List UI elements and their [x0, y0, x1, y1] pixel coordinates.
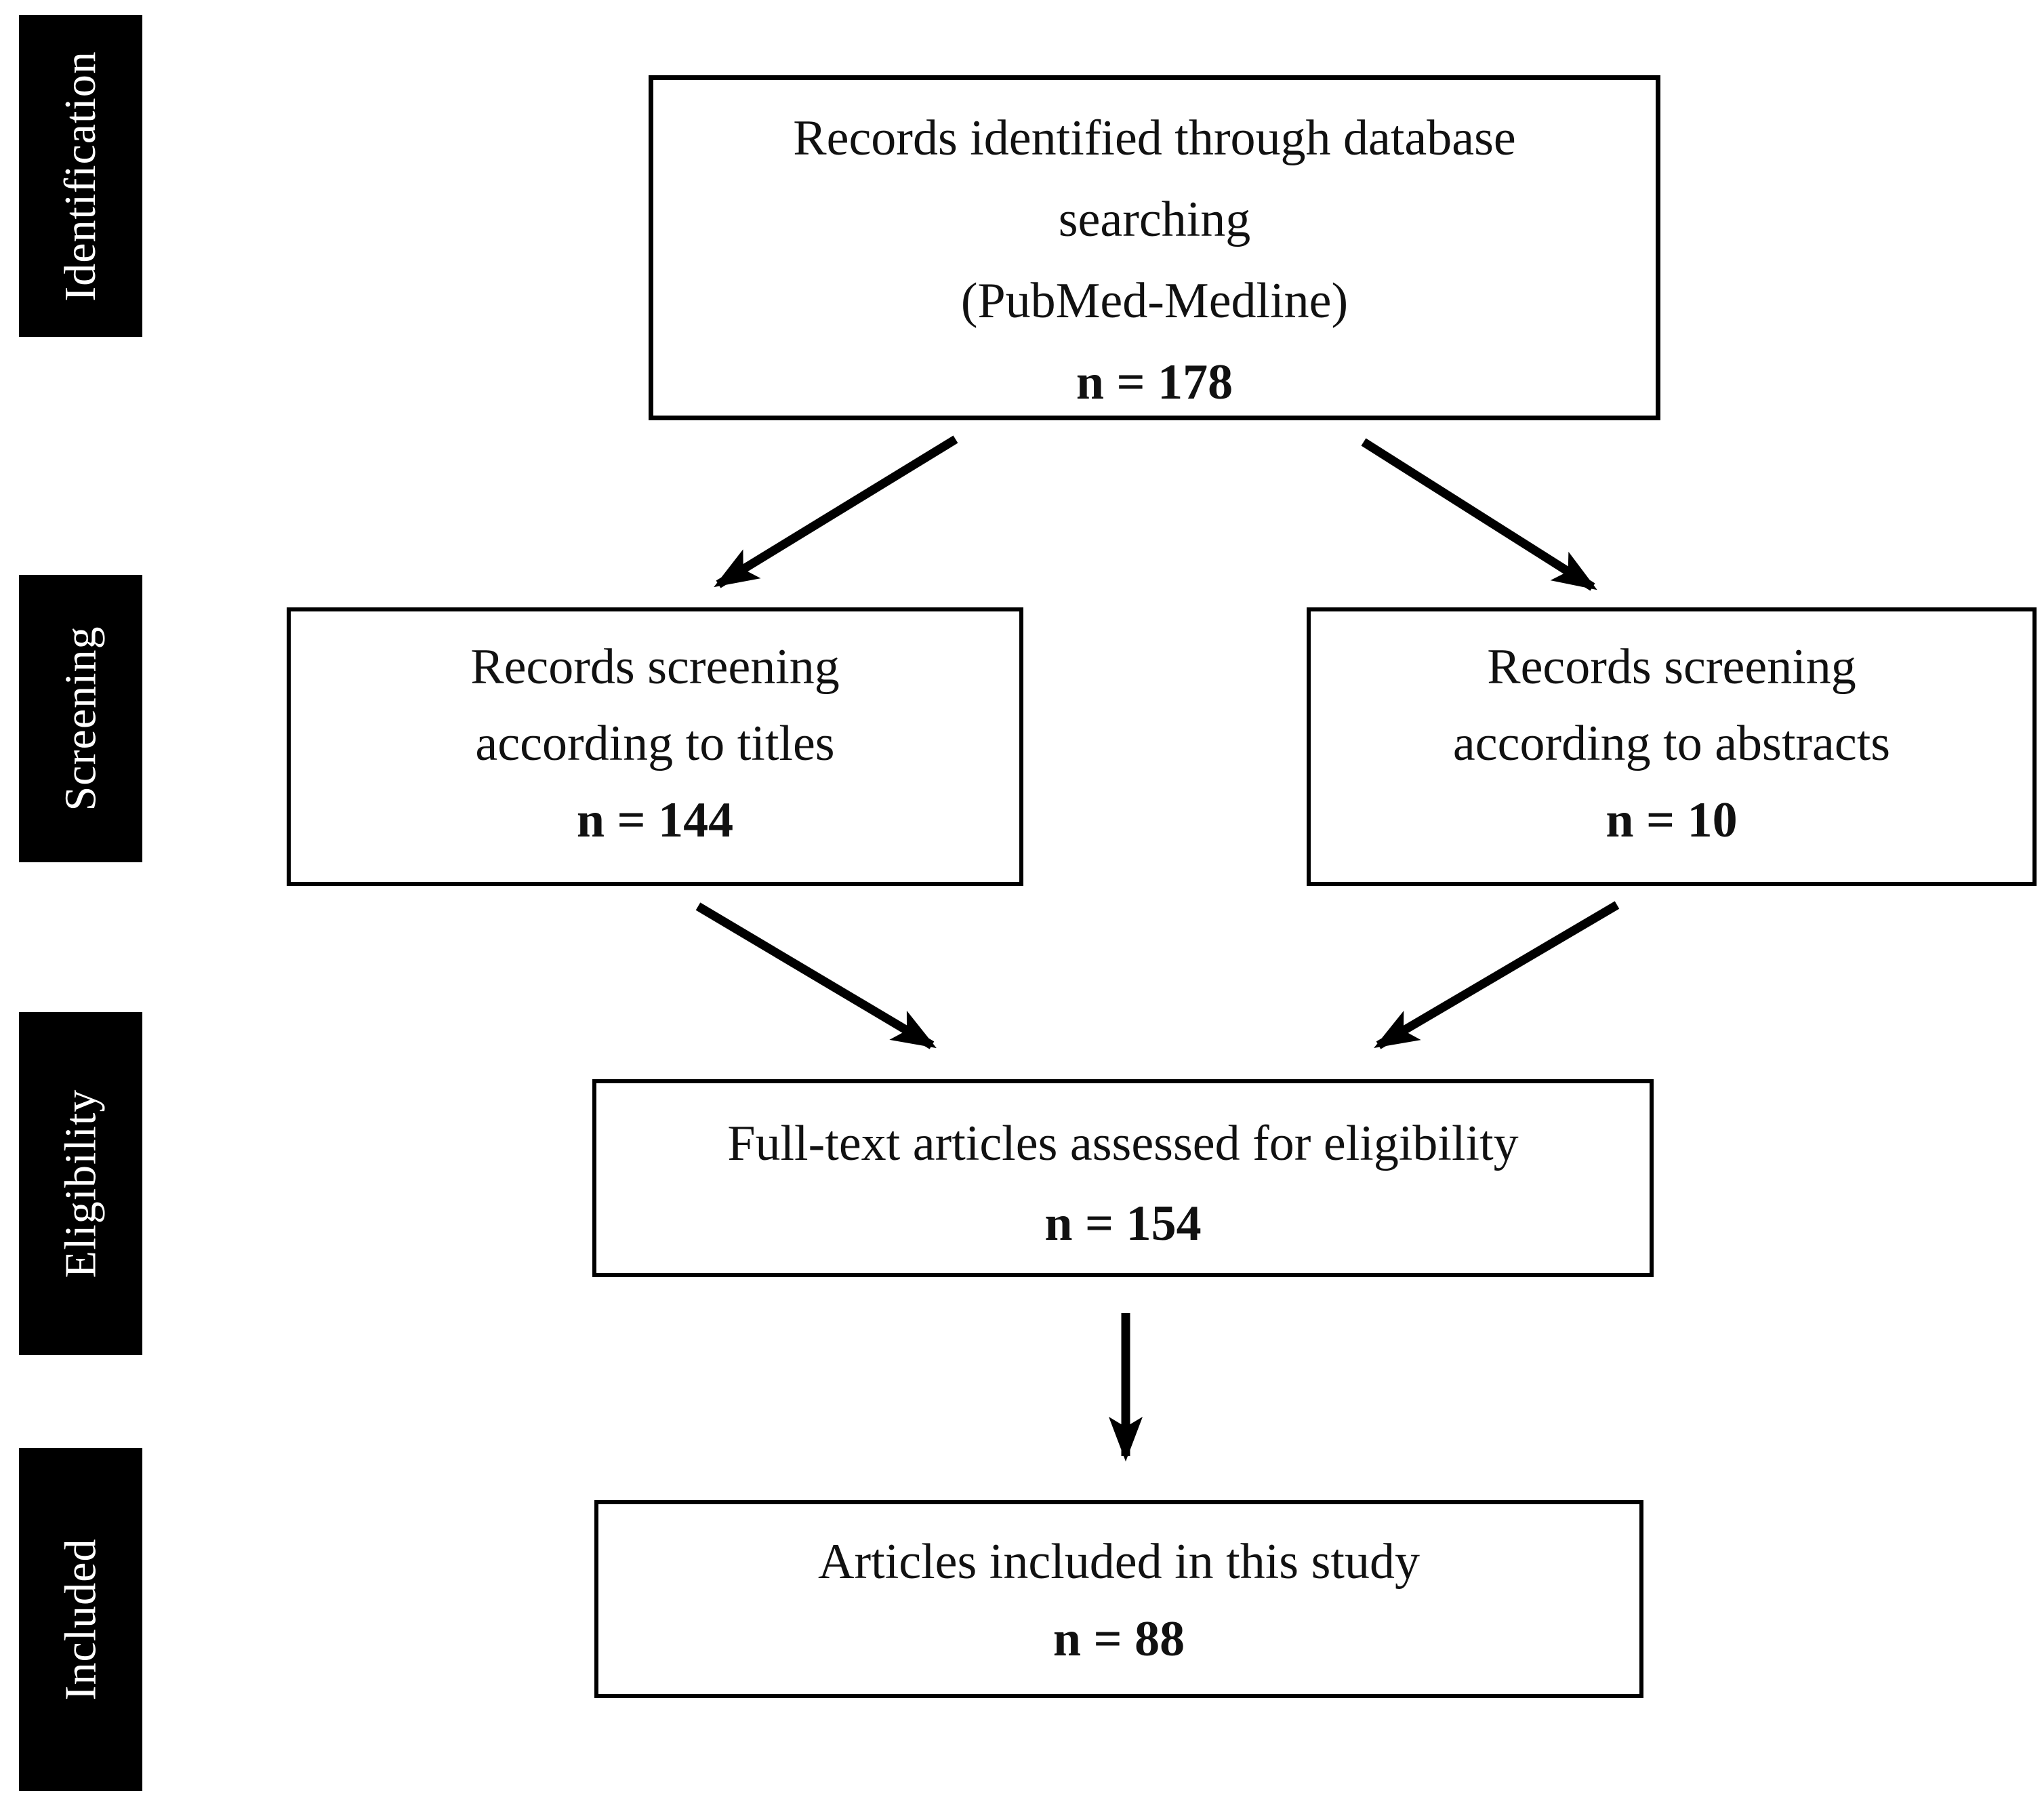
- stage-eligibility: Eligibility: [19, 1012, 142, 1355]
- arrow-identified-to-screening-titles: [714, 435, 958, 588]
- box-text-line: Full-text articles assessed for eligibil…: [727, 1116, 1519, 1171]
- box-count: n = 88: [1052, 1611, 1185, 1667]
- box-count: n = 154: [1044, 1196, 1202, 1251]
- box-count: n = 178: [1076, 355, 1233, 410]
- box-text-line: (PubMed-Medline): [960, 273, 1349, 329]
- box-text-line: according to abstracts: [1452, 716, 1891, 771]
- stage-identification: Identification: [19, 15, 142, 337]
- box-screening-abstracts: Records screening according to abstracts…: [1307, 607, 2037, 886]
- box-text-line: Records screening: [1487, 639, 1856, 695]
- stage-label: Included: [56, 1538, 105, 1701]
- arrow-screening-titles-to-eligibility: [695, 902, 937, 1049]
- box-count: n = 144: [576, 792, 734, 848]
- stage-label: Eligibility: [56, 1089, 105, 1278]
- box-text-line: Records identified through database: [793, 110, 1516, 166]
- stage-label: Screening: [56, 626, 105, 811]
- box-fulltext-eligibility: Full-text articles assessed for eligibil…: [592, 1079, 1654, 1277]
- box-text-line: Records screening: [470, 639, 840, 695]
- box-records-identified: Records identified through database sear…: [649, 75, 1660, 420]
- arrow-screening-abstracts-to-eligibility: [1374, 901, 1620, 1049]
- box-count: n = 10: [1606, 792, 1738, 848]
- box-text-line: according to titles: [475, 716, 835, 771]
- stage-included: Included: [19, 1448, 142, 1791]
- box-articles-included: Articles included in this study n = 88: [594, 1500, 1643, 1698]
- box-text-line: Articles included in this study: [818, 1534, 1420, 1590]
- stage-screening: Screening: [19, 575, 142, 862]
- box-text-line: searching: [1058, 192, 1251, 247]
- arrow-identified-to-screening-abstracts: [1361, 438, 1597, 591]
- stage-label: Identification: [56, 50, 105, 302]
- box-screening-titles: Records screening according to titles n …: [287, 607, 1023, 886]
